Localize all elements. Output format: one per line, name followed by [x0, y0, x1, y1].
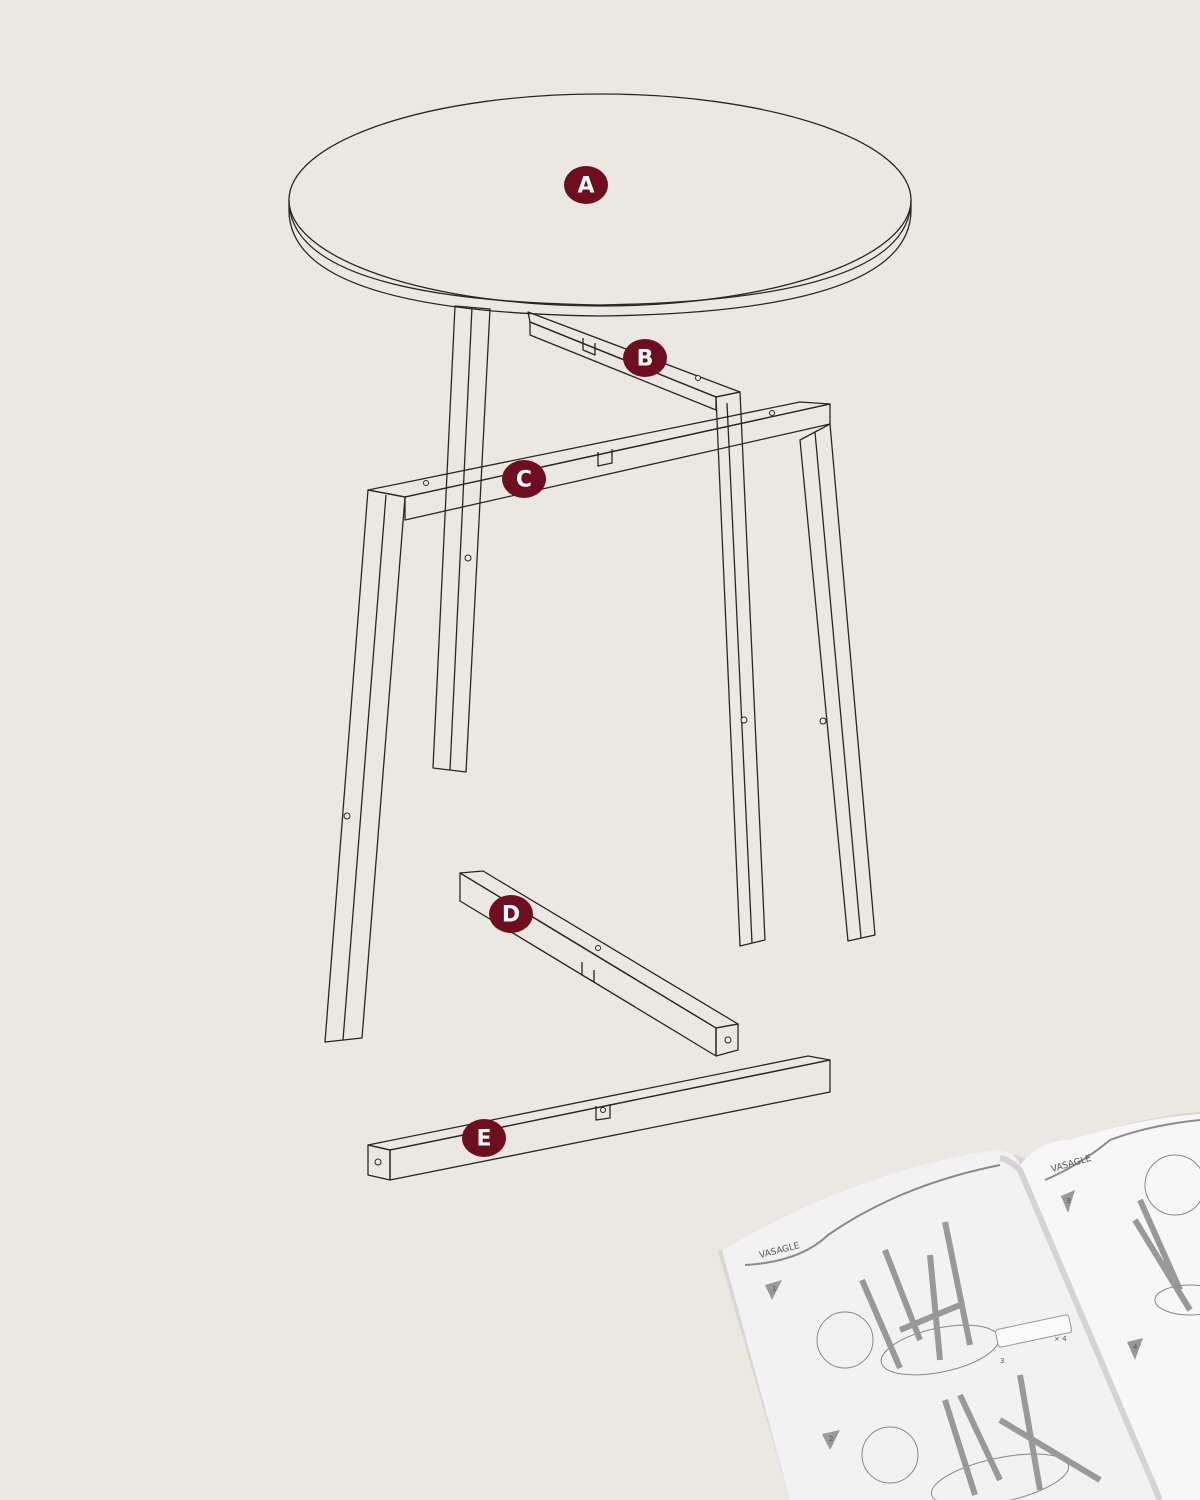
svg-text:B: B	[637, 347, 654, 372]
label-badge-d: D	[489, 895, 533, 933]
svg-text:C: C	[516, 468, 532, 493]
svg-text:3: 3	[1000, 1357, 1004, 1365]
svg-text:E: E	[476, 1127, 491, 1152]
svg-text:3: 3	[1066, 1197, 1070, 1205]
label-badge-c: C	[502, 460, 546, 498]
crossbar-e	[367, 1055, 831, 1181]
instruction-manual: VASAGLE VASAGLE 1 2 3 4 3 × 4	[718, 1112, 1200, 1500]
crossbar-d	[459, 870, 739, 1057]
label-badge-a: A	[564, 166, 608, 204]
label-badge-e: E	[462, 1119, 506, 1157]
leg-frame-b	[432, 305, 766, 947]
svg-text:D: D	[502, 903, 520, 928]
table-top-a	[288, 93, 912, 317]
svg-text:A: A	[577, 174, 594, 199]
svg-text:1: 1	[772, 1285, 776, 1293]
svg-text:4: 4	[1133, 1343, 1138, 1351]
label-badge-b: B	[623, 339, 667, 377]
svg-text:× 4: × 4	[1054, 1335, 1067, 1343]
leg-frame-c	[324, 401, 876, 1043]
svg-text:2: 2	[829, 1435, 833, 1443]
